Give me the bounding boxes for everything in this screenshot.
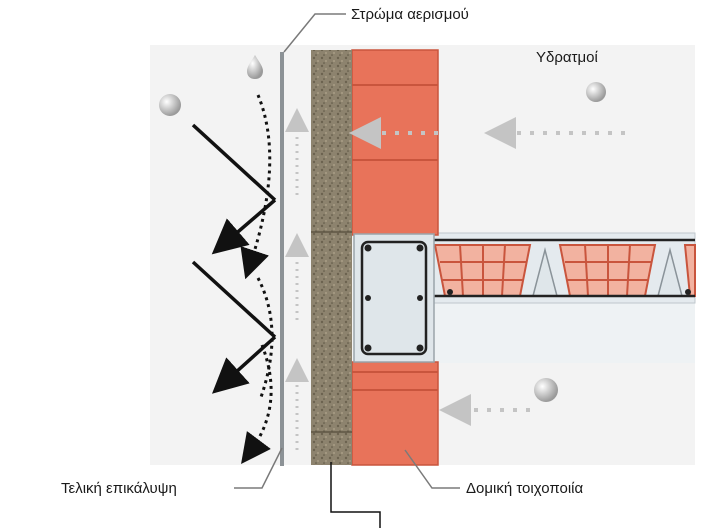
label-ventilation-layer: Στρώμα αερισμού xyxy=(351,6,469,23)
vapor-arrows xyxy=(349,117,625,426)
hollow-block-1 xyxy=(433,244,532,297)
hollow-block-2 xyxy=(558,244,657,297)
label-structural-masonry: Δομική τοιχοποιία xyxy=(466,480,583,497)
leader-lines xyxy=(234,13,460,528)
cladding-panel xyxy=(280,52,284,466)
label-water-vapor: Υδρατμοί xyxy=(536,49,598,66)
rain-droplet-icon xyxy=(159,94,181,116)
concrete-beam xyxy=(353,233,435,363)
rain-deflection-arrows xyxy=(191,123,277,394)
vapor-bubble-icon xyxy=(586,82,606,102)
insulation-layer xyxy=(311,50,352,465)
water-drainage-arrows xyxy=(240,94,274,465)
label-final-cladding: Τελική επικάλυψη xyxy=(61,480,177,497)
vapor-bubble-icon-2 xyxy=(534,378,558,402)
raindrop-icon xyxy=(247,55,263,79)
